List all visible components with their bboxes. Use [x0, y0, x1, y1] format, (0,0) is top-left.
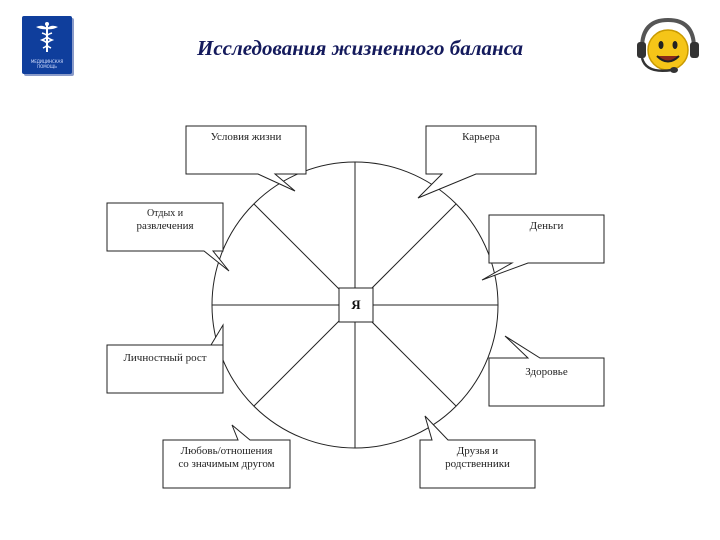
callout-money — [481, 214, 605, 281]
center-label: Я — [351, 297, 361, 312]
label-career: Карьера — [462, 131, 500, 143]
label-leisure-line2: развлечения — [136, 220, 194, 232]
label-health: Здоровье — [525, 366, 568, 378]
label-friends-line2: родственники — [445, 458, 510, 470]
medical-logo: МЕДИЦИНСКАЯ ПОМОЩЬ — [22, 16, 72, 74]
label-love-line2: со значимым другом — [178, 458, 275, 470]
smiley-headset-icon — [637, 17, 699, 73]
callout-career — [417, 125, 537, 199]
callout-health — [488, 335, 605, 407]
callout-love — [162, 424, 291, 489]
callout-personal-growth — [106, 323, 224, 394]
label-friends-line1: Друзья и — [456, 445, 499, 457]
callout-leisure — [106, 202, 230, 272]
callout-friends — [419, 415, 536, 489]
page-title: Исследования жизненного баланса — [197, 36, 523, 60]
center-box — [338, 287, 374, 323]
label-money: Деньги — [529, 220, 564, 232]
label-leisure-line1: Отдых и — [146, 208, 184, 219]
logo-caption: МЕДИЦИНСКАЯ ПОМОЩЬ — [30, 59, 64, 69]
label-living-conditions: Условия жизни — [210, 131, 282, 143]
caduceus-icon — [36, 22, 58, 52]
label-love-line1: Любовь/отношения — [180, 445, 273, 457]
callout-living-conditions — [185, 125, 307, 192]
label-personal-growth: Личностный рост — [123, 352, 207, 364]
